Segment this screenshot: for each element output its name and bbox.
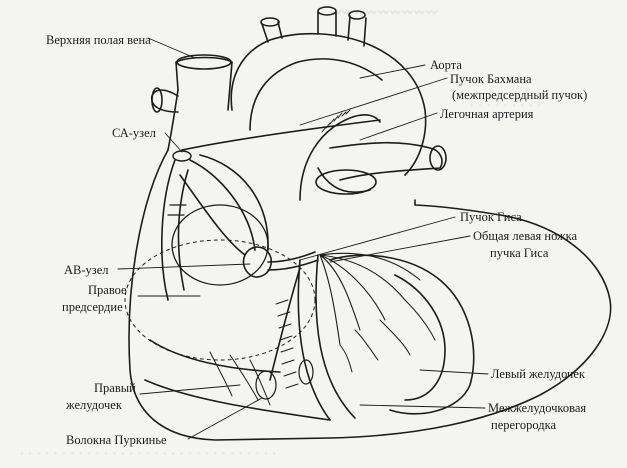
- left-subclavian: [347, 15, 367, 47]
- internodal-tract-1: [189, 159, 256, 251]
- papillary-muscle-2: [298, 359, 314, 385]
- bleed-through-right: · · · · · · · · ·: [470, 100, 542, 112]
- leader-septum: [359, 404, 486, 409]
- azygos-opening: [151, 87, 163, 113]
- pulmonary-lower-opening: [315, 169, 377, 195]
- aorta-inner: [249, 58, 383, 131]
- leader-bachmann: [299, 77, 448, 126]
- label-his-bundle: Пучок Гиса: [460, 210, 522, 224]
- heart-outline-left-edge: [167, 89, 179, 151]
- av-node: [242, 246, 272, 278]
- label-left-ventricle: Левый желудочек: [491, 367, 585, 381]
- ligament-hatch: [321, 109, 351, 133]
- leader-left-bundle: [329, 235, 471, 263]
- leader-left-ventricle: [419, 369, 489, 375]
- papillary-muscle: [255, 370, 277, 400]
- rv-purkinje: [209, 351, 271, 406]
- aorta-arch: [230, 32, 427, 176]
- label-left-bundle-line2: пучка Гиса: [490, 246, 549, 260]
- label-aorta: Аорта: [430, 58, 462, 72]
- pulmonary-artery-opening: [429, 145, 447, 171]
- left-bundle-fan: [319, 252, 421, 346]
- purkinje-left: [339, 299, 436, 373]
- left-carotid: [317, 11, 337, 37]
- internodal-tract-2: [199, 154, 269, 251]
- sa-node: [172, 150, 192, 162]
- label-sa-node: СА-узел: [112, 126, 156, 140]
- label-bachmann-bundle-note: (межпредсердный пучок): [452, 88, 588, 102]
- brachiocephalic-opening: [260, 17, 280, 27]
- his-bundle: [267, 251, 316, 263]
- left-carotid-opening: [317, 6, 337, 16]
- tricuspid-ring: [171, 204, 269, 286]
- label-bachmann-bundle: Пучок Бахмана: [450, 72, 532, 86]
- label-left-bundle-line1: Общая левая ножка: [473, 229, 578, 243]
- leader-his-bundle: [299, 216, 456, 261]
- bleed-through-top: 〰〰〰〰〰〰〰〰〰: [330, 7, 438, 19]
- heart-outline: [128, 149, 612, 441]
- rv-trabeculae: [275, 299, 299, 389]
- left-ventricle-wall: [329, 254, 475, 415]
- rv-floor: [144, 379, 331, 421]
- pulmonary-branch-left: [329, 141, 443, 181]
- superior-vena-cava: [175, 56, 233, 111]
- rv-inner-wall: [149, 339, 281, 373]
- pulmonary-trunk: [299, 113, 381, 201]
- left-ventricle-inner: [394, 274, 446, 401]
- label-pulmonary-artery: Легочная артерия: [440, 107, 534, 121]
- right-atrium-chamber: [124, 239, 316, 361]
- bleed-through-bottom: · · · · · · · · · · · · · · · · · · · · …: [20, 448, 278, 460]
- crista: [167, 204, 187, 216]
- right-atrium-inner-wall: [177, 169, 189, 291]
- right-atrium-wall: [161, 159, 176, 301]
- leader-purkinje: [187, 397, 263, 440]
- leader-aorta: [359, 64, 426, 79]
- leader-superior-vena-cava: [147, 37, 196, 59]
- septum-right: [315, 254, 356, 419]
- septum: [297, 259, 331, 421]
- bachmann-bundle-path: [181, 119, 381, 151]
- label-septum-line2: перегородка: [491, 418, 557, 432]
- his-bundle-2: [267, 259, 319, 271]
- label-right-ventricle-line1: Правый: [94, 381, 136, 395]
- leader-av-node: [117, 263, 251, 270]
- label-superior-vena-cava: Верхняя полая вена: [46, 33, 151, 47]
- label-purkinje-fibers: Волокна Пуркинье: [66, 433, 167, 447]
- label-right-atrium-line1: Правое: [88, 283, 127, 297]
- label-av-node: АВ-узел: [64, 263, 109, 277]
- label-septum-line1: Межжелудочковая: [488, 401, 587, 415]
- left-subclavian-opening: [348, 10, 366, 20]
- label-right-ventricle-line2: желудочек: [66, 398, 122, 412]
- brachiocephalic-trunk: [261, 21, 283, 43]
- superior-vena-cava-opening: [176, 54, 232, 70]
- leader-sa-node: [164, 132, 183, 153]
- leader-pulmonary: [359, 112, 438, 141]
- label-right-atrium-line2: предсердие: [62, 300, 123, 314]
- leader-right-ventricle: [139, 384, 241, 395]
- internodal-tract-3: [179, 174, 246, 256]
- right-bundle-branch: [269, 267, 301, 381]
- azygos-stub: [151, 89, 179, 113]
